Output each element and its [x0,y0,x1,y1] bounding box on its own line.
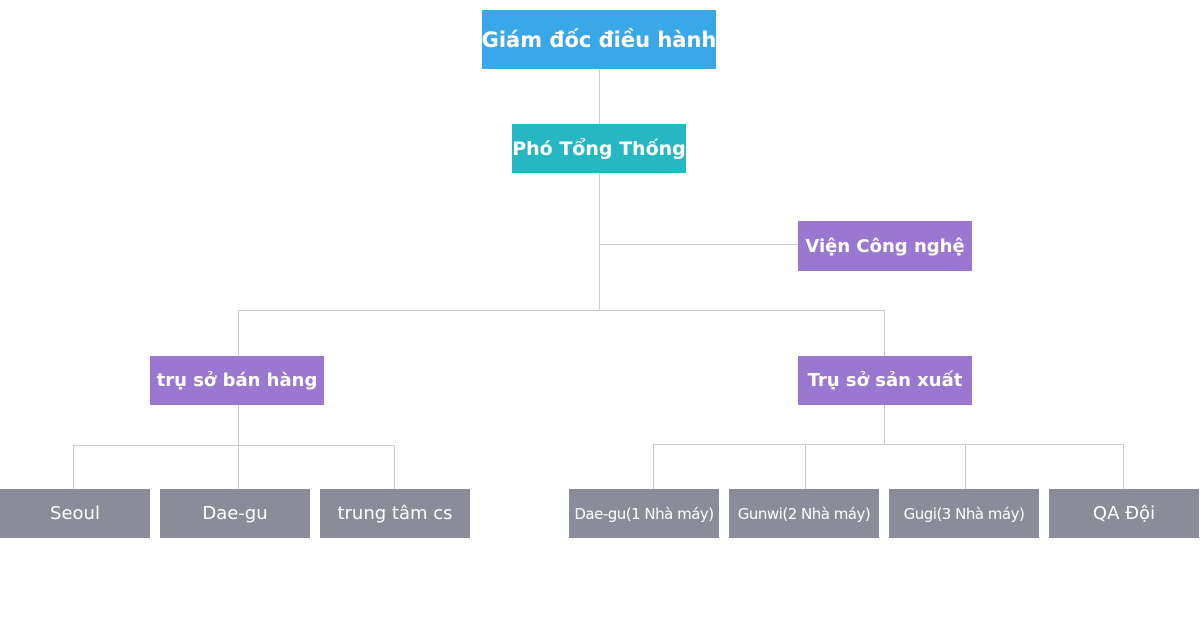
gugi-factory-node: Gugi(3 Nhà máy) [889,489,1039,538]
ceo-node: Giám đốc điều hành [482,10,716,69]
daegu-sales-node: Dae-gu [160,489,310,538]
rnd-institute-node: Viện Công nghệ [798,221,972,271]
vice-president-node: Phó Tổng Thống [512,124,686,173]
sales-hq-node: trụ sở bán hàng [150,356,324,405]
qa-team-node: QA Đội [1049,489,1199,538]
production-hq-node: Trụ sở sản xuất [798,356,972,405]
cs-center-node: trung tâm cs [320,489,470,538]
gunwi-factory-node: Gunwi(2 Nhà máy) [729,489,879,538]
daegu-factory-node: Dae-gu(1 Nhà máy) [569,489,719,538]
seoul-node: Seoul [0,489,150,538]
